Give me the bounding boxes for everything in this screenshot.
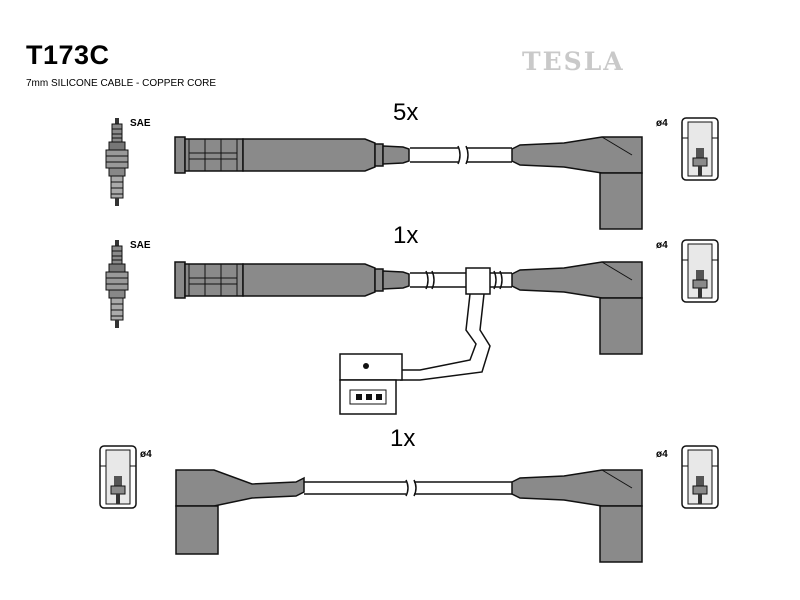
row3-quantity: 1x — [390, 425, 416, 452]
row3-right-terminal-label: ø4 — [656, 449, 668, 460]
row3-right-terminal-icon — [681, 445, 719, 509]
part-number-title: T173C — [26, 40, 110, 70]
row1-spark-plug-icon — [105, 117, 129, 207]
row1-left-terminal-label: SAE — [130, 118, 151, 129]
row1-distributor-boot — [511, 136, 643, 230]
row2-spark-plug-icon — [105, 239, 129, 329]
cable-spec-text: 7mm SILICONE CABLE - COPPER CORE — [26, 78, 217, 89]
row3-left-terminal-label: ø4 — [140, 449, 152, 460]
row2-left-terminal-label: SAE — [130, 240, 151, 251]
row2-quantity: 1x — [393, 222, 419, 249]
row2-right-terminal-label: ø4 — [656, 240, 668, 251]
row2-distributor-boot — [511, 261, 643, 355]
brand-logo-text: TESLA — [522, 47, 625, 76]
row1-quantity: 5x — [393, 99, 419, 126]
row2-cable — [400, 267, 512, 381]
row2-sensor-connector — [339, 353, 403, 415]
row2-terminal-icon — [681, 239, 719, 303]
row3-left-terminal-icon — [99, 445, 137, 509]
row3-cable — [304, 479, 512, 497]
row1-terminal-icon — [681, 117, 719, 181]
row3-left-boot — [175, 469, 305, 555]
row1-cable — [410, 145, 512, 165]
row2-plug-boot — [174, 261, 410, 299]
row1-right-terminal-label: ø4 — [656, 118, 668, 129]
row3-right-boot — [511, 469, 643, 563]
row1-plug-boot — [174, 136, 410, 174]
